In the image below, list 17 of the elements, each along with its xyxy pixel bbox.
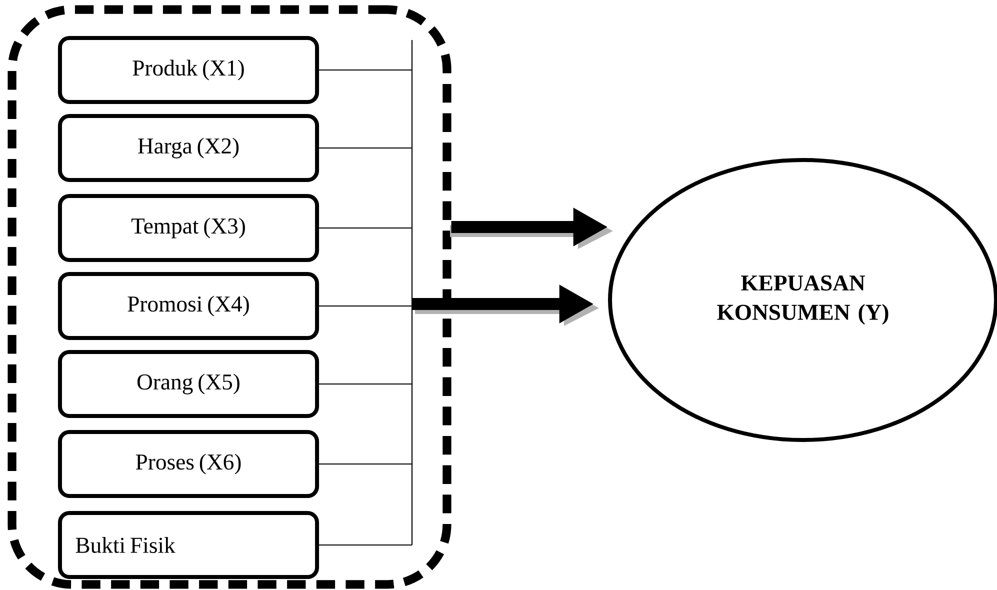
- arrow: [450, 208, 613, 249]
- group-frame: [8, 5, 452, 589]
- connector-line: [319, 227, 412, 229]
- connector-line: [319, 147, 412, 149]
- factor-box: Promosi (X4): [58, 272, 320, 340]
- factor-box: Tempat (X3): [58, 194, 320, 262]
- connector-line: [319, 383, 412, 385]
- factor-box: Proses (X6): [58, 430, 320, 498]
- factor-box: Bukti Fisik: [58, 511, 320, 579]
- connector-line: [319, 544, 412, 546]
- connector-line: [319, 463, 412, 465]
- connector-line: [319, 305, 412, 307]
- connector-line: [319, 69, 412, 71]
- arrow: [411, 40, 599, 545]
- factor-box: Orang (X5): [58, 350, 320, 418]
- factor-box: Harga (X2): [58, 114, 320, 182]
- factor-box: Produk (X1): [58, 36, 320, 104]
